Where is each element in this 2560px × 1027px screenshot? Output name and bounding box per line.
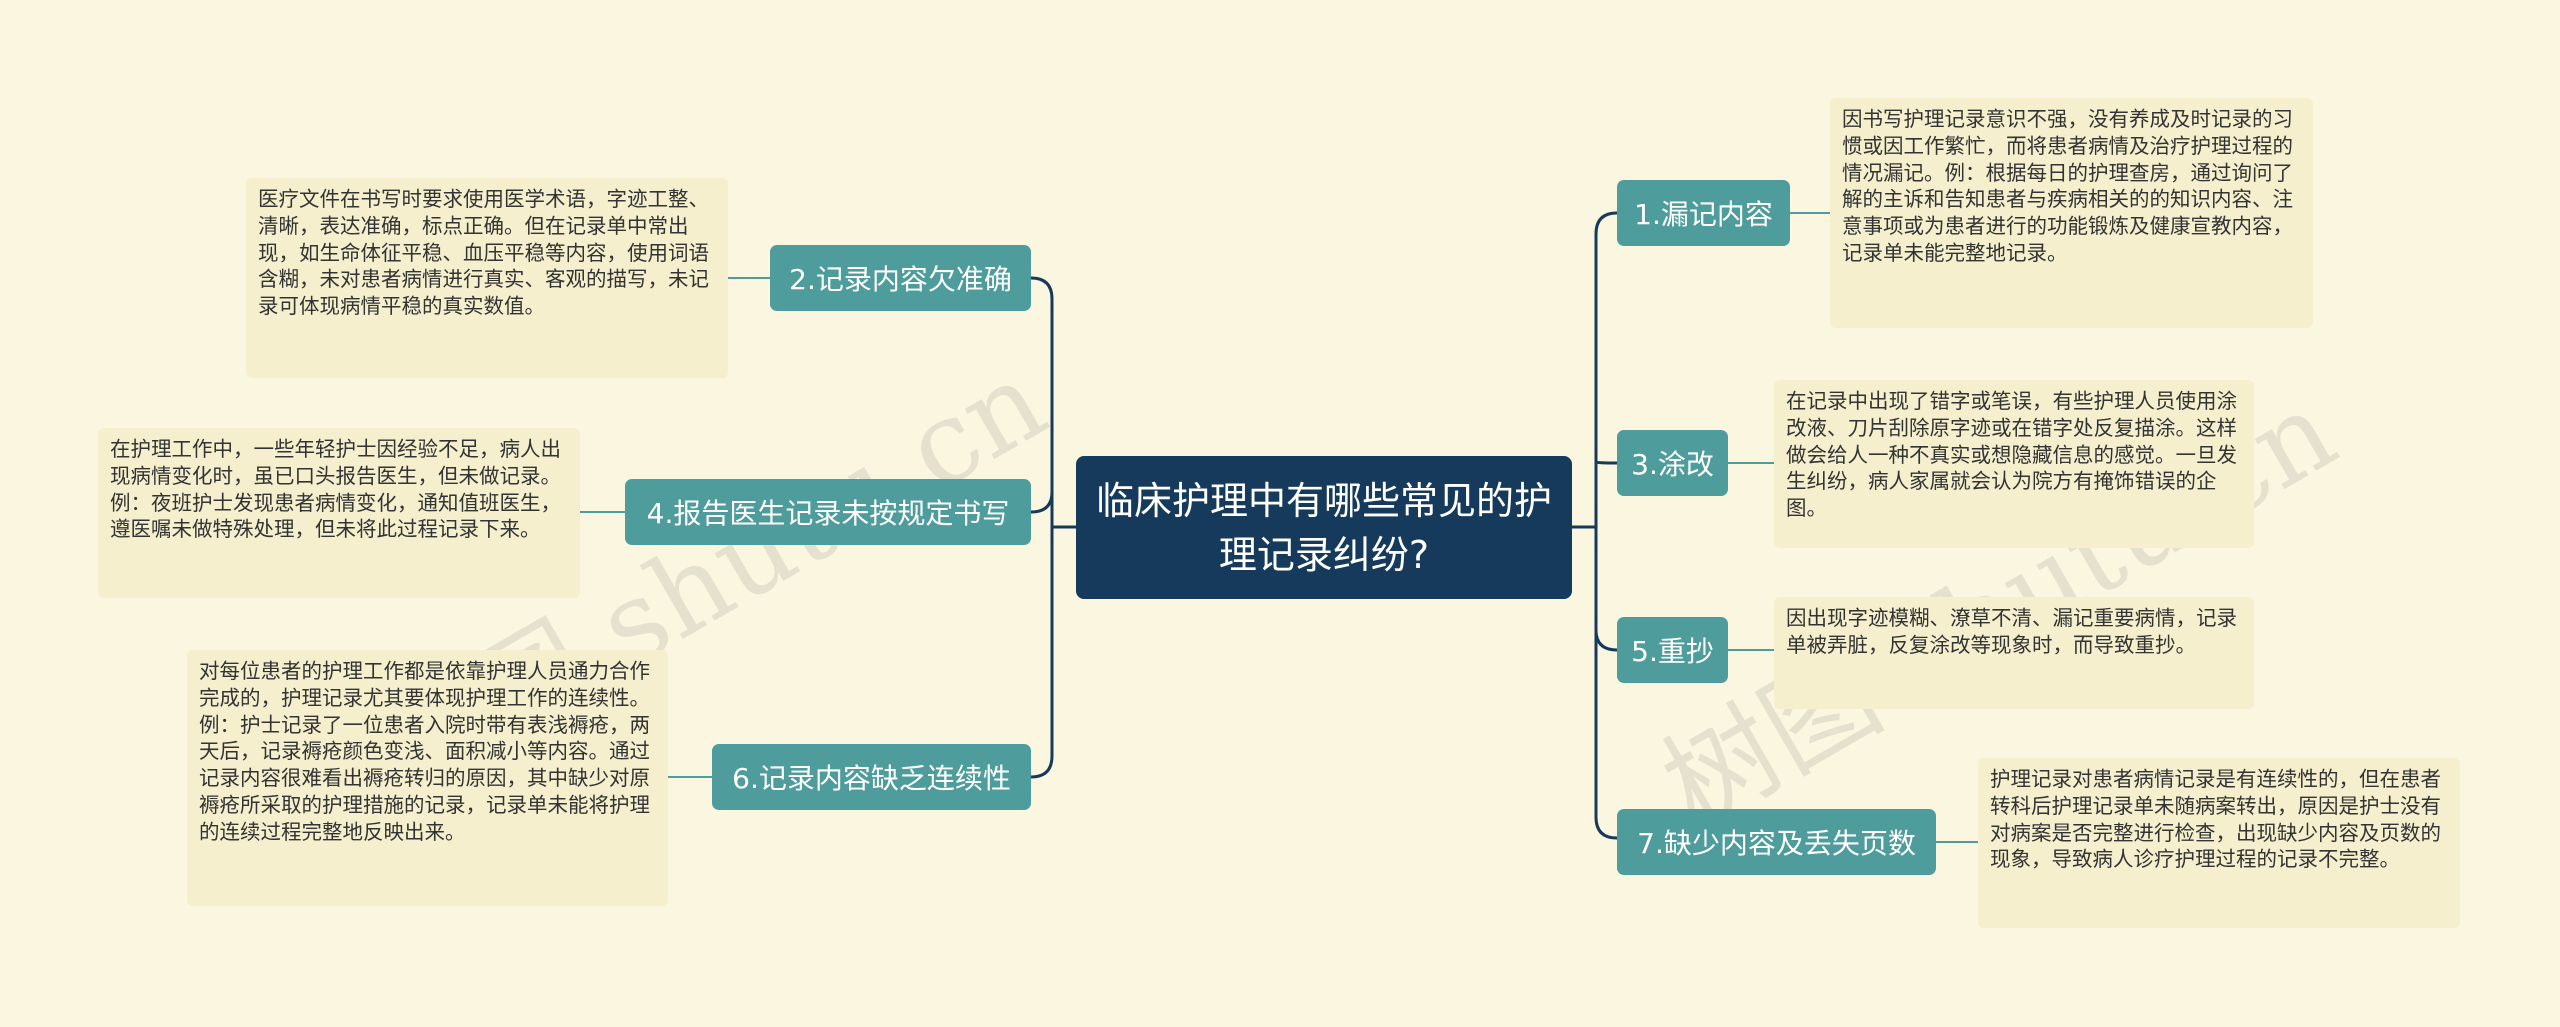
branch-missing-pages[interactable]: 7.缺少内容及丢失页数 — [1617, 809, 1936, 875]
branch-inaccurate-record[interactable]: 2.记录内容欠准确 — [770, 245, 1031, 311]
branch-recopy[interactable]: 5.重抄 — [1617, 617, 1728, 683]
branch-alteration[interactable]: 3.涂改 — [1617, 430, 1728, 496]
note-alteration: 在记录中出现了错字或笔误，有些护理人员使用涂改液、刀片刮除原字迹或在错字处反复描… — [1774, 380, 2254, 548]
note-recopy: 因出现字迹模糊、潦草不清、漏记重要病情，记录单被弄脏，反复涂改等现象时，而导致重… — [1774, 597, 2254, 709]
note-lack-continuity: 对每位患者的护理工作都是依靠护理人员通力合作完成的，护理记录尤其要体现护理工作的… — [187, 650, 668, 906]
note-missing-pages: 护理记录对患者病情记录是有连续性的，但在患者转科后护理记录单未随病案转出，原因是… — [1978, 758, 2460, 928]
branch-lack-continuity[interactable]: 6.记录内容缺乏连续性 — [712, 744, 1031, 810]
branch-doctor-report[interactable]: 4.报告医生记录未按规定书写 — [625, 479, 1031, 545]
note-doctor-report: 在护理工作中，一些年轻护士因经验不足，病人出现病情变化时，虽已口头报告医生，但未… — [98, 428, 580, 598]
branch-omitted-content[interactable]: 1.漏记内容 — [1617, 180, 1790, 246]
note-omitted-content: 因书写护理记录意识不强，没有养成及时记录的习惯或因工作繁忙，而将患者病情及治疗护… — [1830, 98, 2313, 328]
note-inaccurate-record: 医疗文件在书写时要求使用医学术语，字迹工整、清晰，表达准确，标点正确。但在记录单… — [246, 178, 728, 378]
root-topic[interactable]: 临床护理中有哪些常见的护理记录纠纷? — [1076, 456, 1572, 599]
